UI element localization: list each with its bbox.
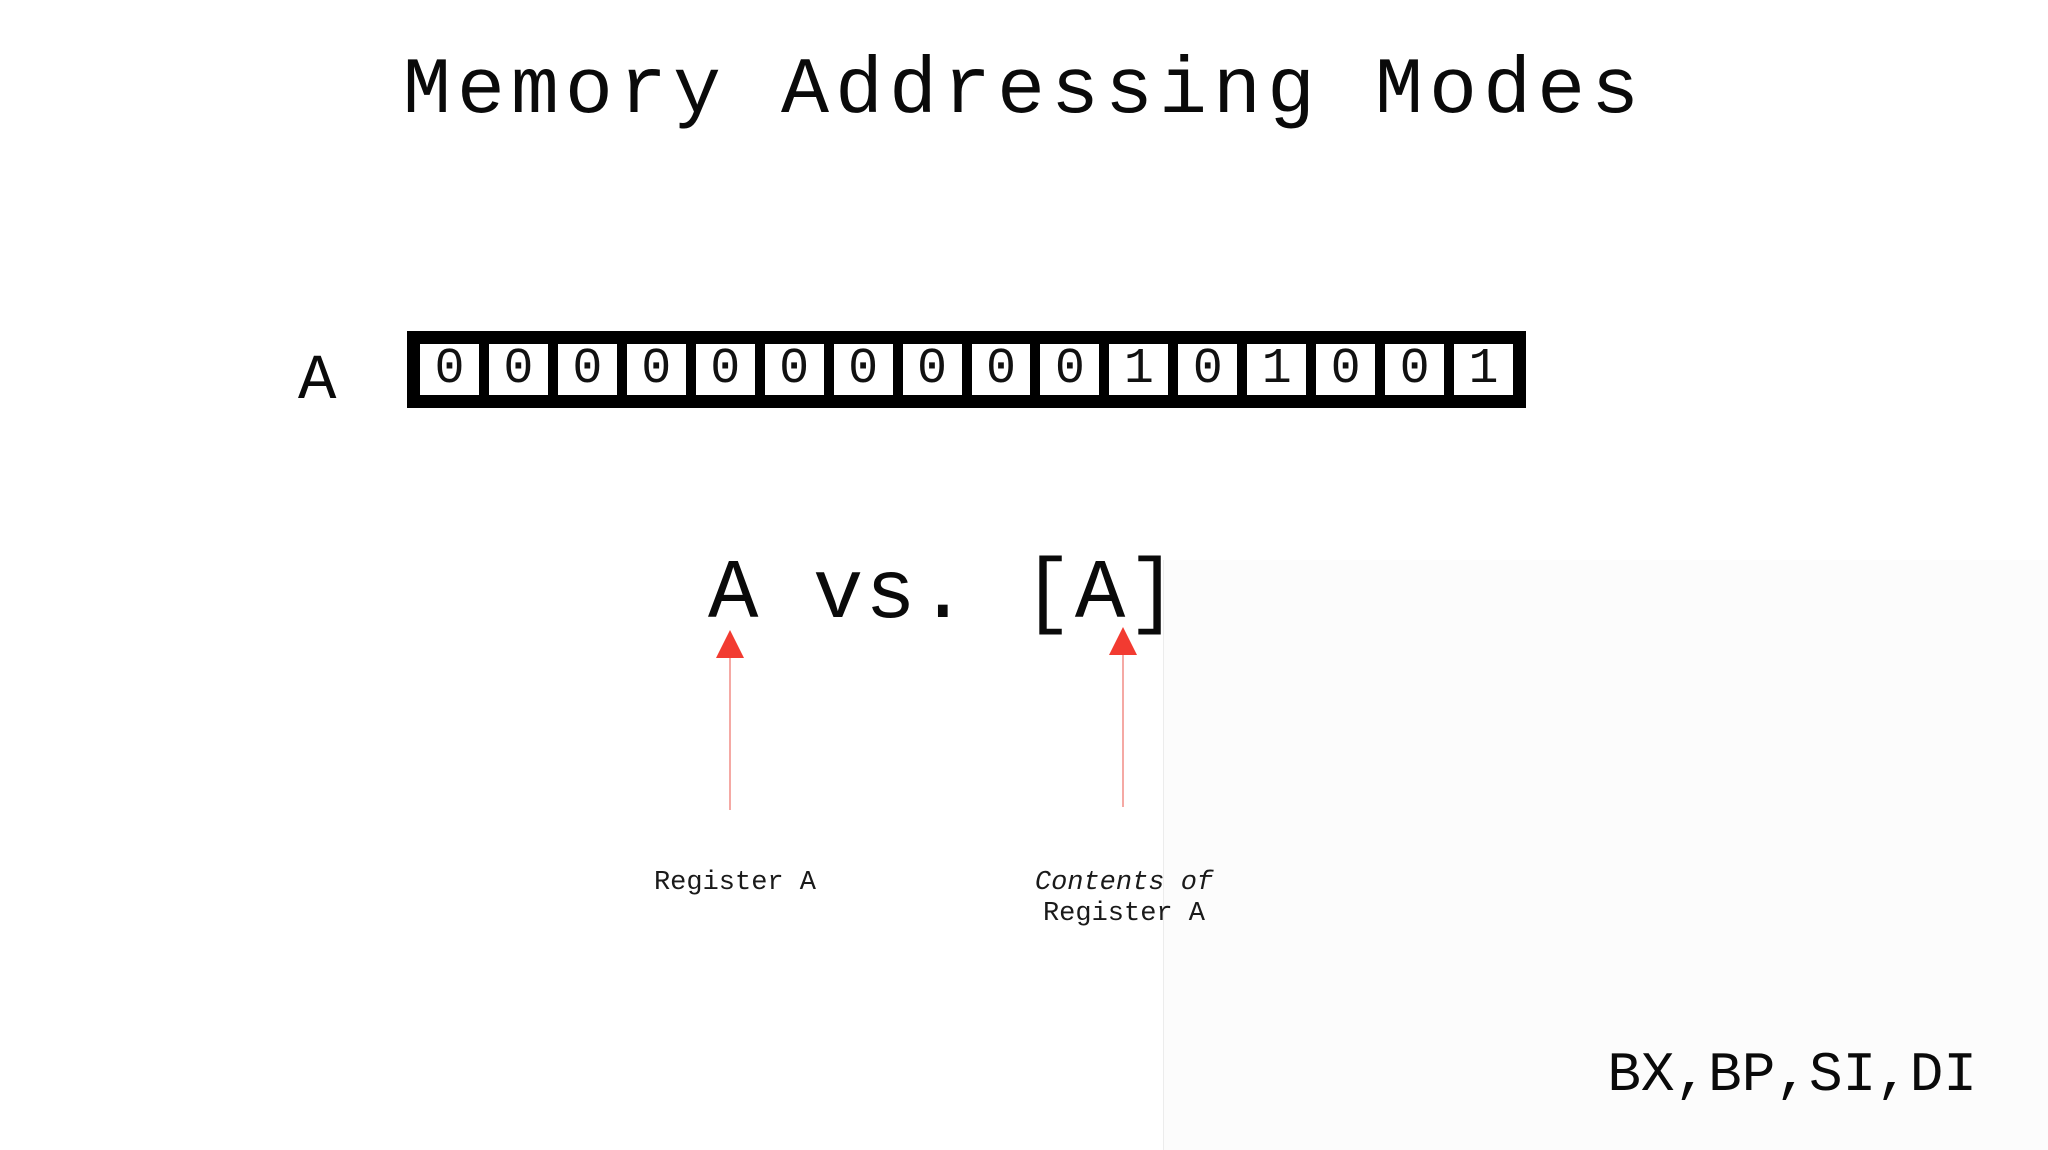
- bit-cell: 1: [1450, 340, 1517, 399]
- bit-cell: 0: [1381, 340, 1449, 399]
- arrow-tail: [1122, 655, 1124, 807]
- bit-cell: 0: [898, 340, 966, 399]
- annotation-line: Contents of: [1034, 868, 1214, 898]
- bit-cell: 0: [829, 340, 897, 399]
- bit-cell: 0: [1312, 340, 1380, 399]
- footer-register-list: BX,BP,SI,DI: [1607, 1043, 1977, 1107]
- bit-cell: 0: [416, 340, 483, 399]
- annotation-line: Register A: [653, 868, 817, 898]
- frame-edge-region: [1164, 560, 2048, 1150]
- register-a-annotation: Register A: [565, 868, 905, 899]
- register-a-label: A: [298, 346, 337, 418]
- bit-cell: 0: [760, 340, 828, 399]
- bit-cell: 0: [691, 340, 759, 399]
- bit-cell: 1: [1105, 340, 1173, 399]
- bit-cell: 0: [1036, 340, 1104, 399]
- up-arrow-icon: [1109, 627, 1137, 655]
- bit-cell: 0: [553, 340, 621, 399]
- bit-cell: 0: [622, 340, 690, 399]
- arrow-tail: [729, 658, 731, 810]
- page-title: Memory Addressing Modes: [402, 46, 1646, 137]
- register-a-arrow: [716, 630, 744, 810]
- contents-of-a-annotation: Contents of Register A: [954, 868, 1294, 930]
- contents-of-a-arrow: [1109, 627, 1137, 807]
- bit-cell: 0: [1174, 340, 1242, 399]
- register-bit-box: 0 0 0 0 0 0 0 0 0 0 1 0 1 0 0 1: [407, 331, 1526, 408]
- annotation-line: Register A: [1042, 899, 1206, 929]
- bit-cell: 1: [1243, 340, 1311, 399]
- comparison-text: A vs. [A]: [708, 548, 1180, 643]
- bit-cell: 0: [967, 340, 1035, 399]
- bit-cell: 0: [484, 340, 552, 399]
- up-arrow-icon: [716, 630, 744, 658]
- frame-edge-line: [1163, 560, 1164, 1150]
